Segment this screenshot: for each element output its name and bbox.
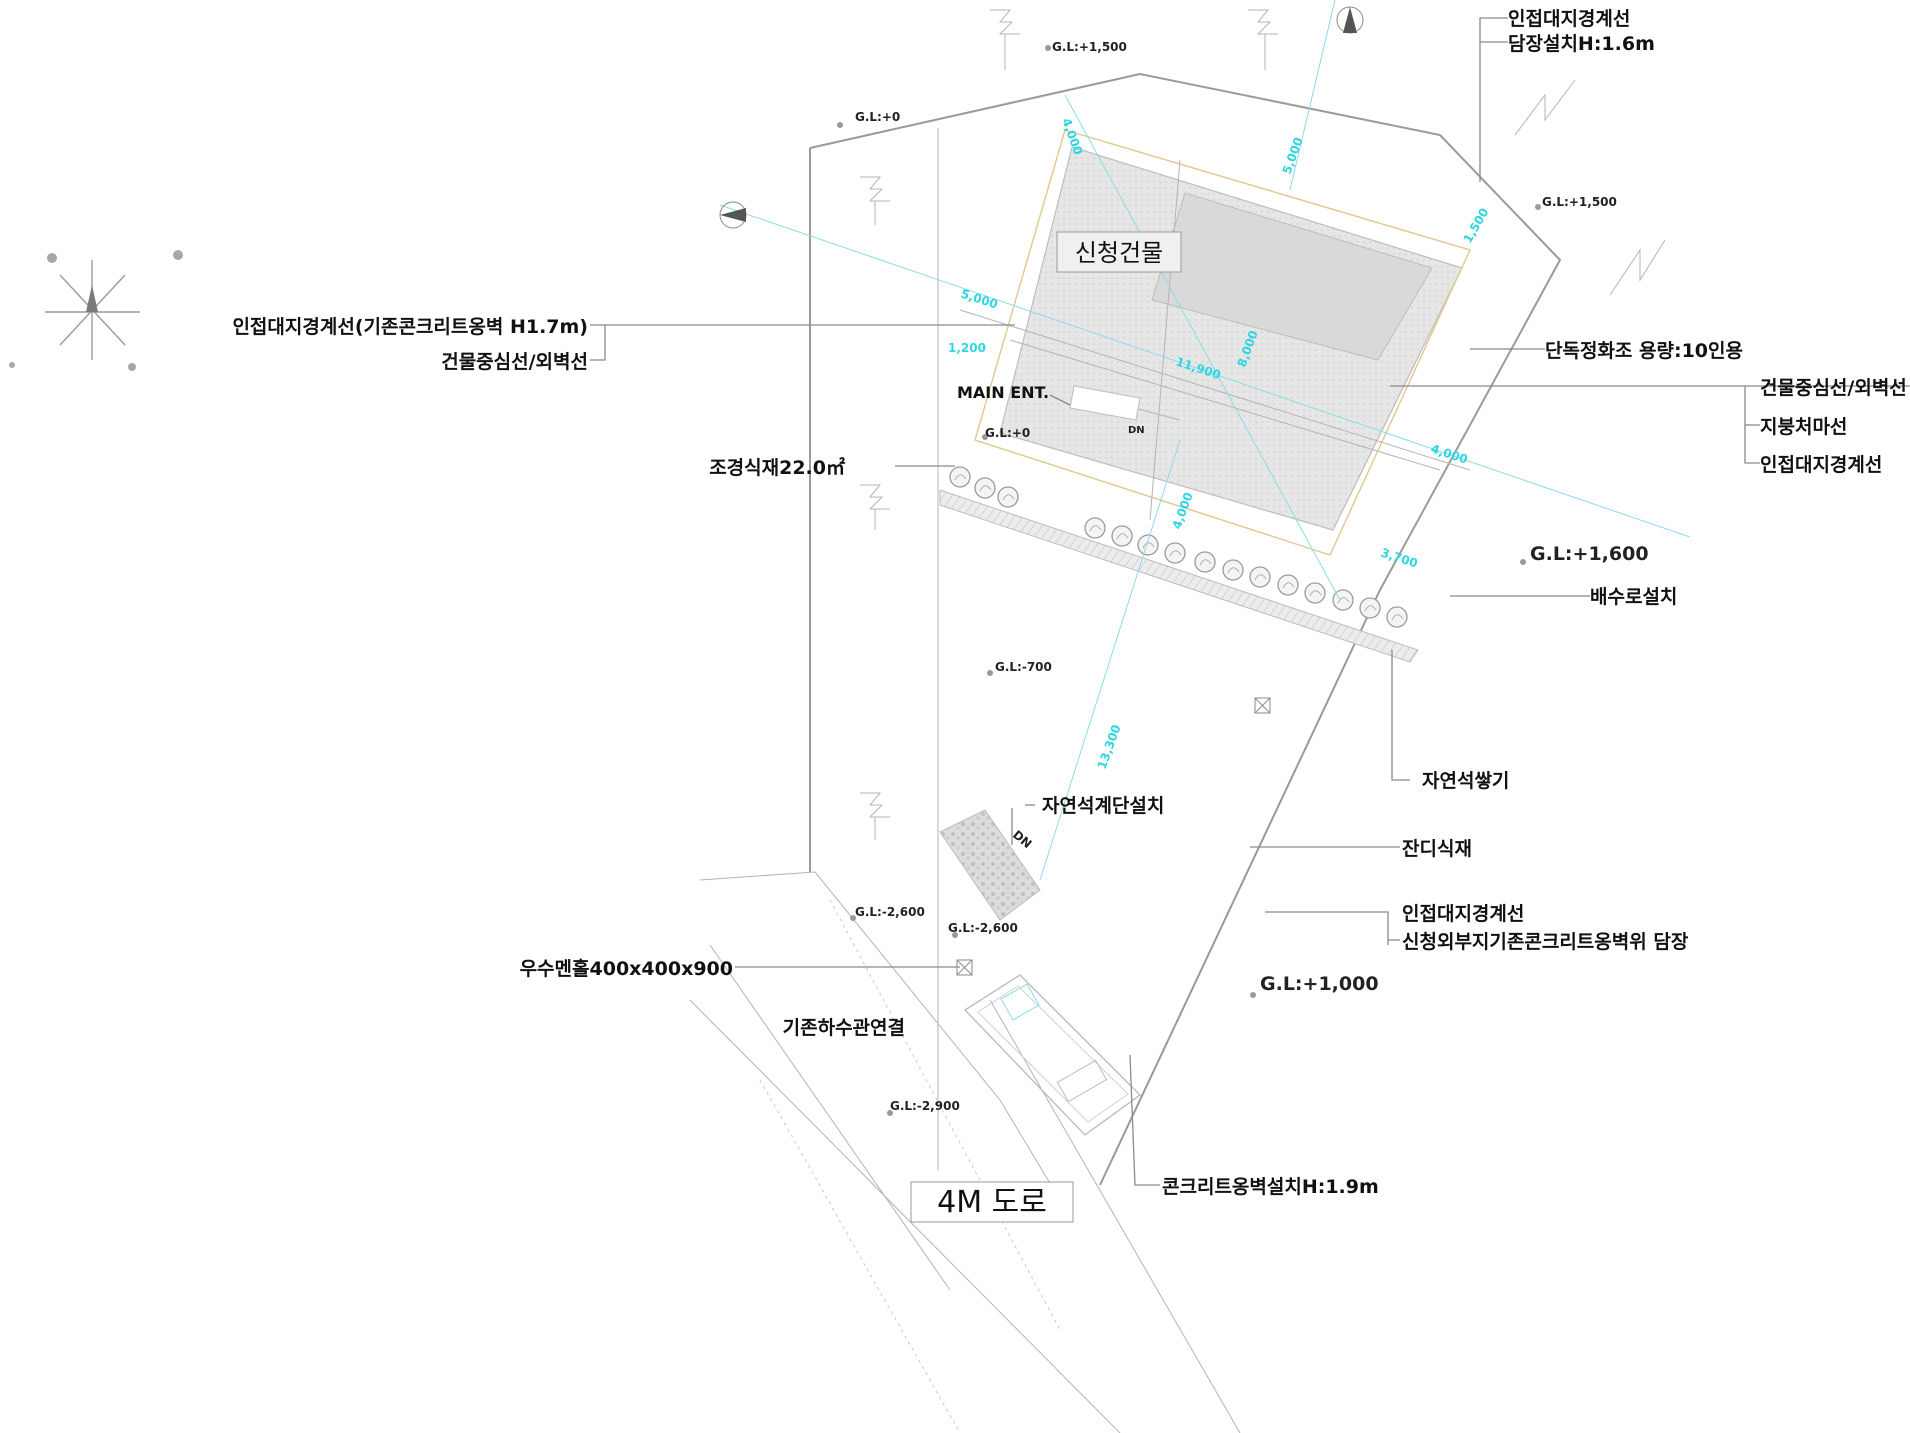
level-right-1000: G.L:+1,000	[1260, 973, 1379, 995]
tree-symbol-detail	[1169, 550, 1182, 557]
tree-symbol	[1222, 559, 1244, 581]
level-mid-700: G.L:-700	[995, 660, 1052, 674]
label-stone-pile: 자연석쌓기	[1422, 770, 1509, 792]
site-boundary	[689, 72, 1562, 1433]
break-line-icon	[860, 9, 1666, 840]
label-building-center-right: 건물중심선/외벽선	[1760, 377, 1907, 399]
drain-channel	[939, 489, 1419, 663]
tree-symbol	[1332, 589, 1354, 611]
tree-symbol	[1084, 517, 1106, 539]
tree-symbol	[949, 466, 971, 488]
annotation-labels: 인접대지경계선 담장설치H:1.6m 인접대지경계선(기존콘크리트옹벽 H1.7…	[232, 8, 1906, 1198]
tree-symbol-detail	[1309, 590, 1322, 597]
tree-symbol	[1164, 542, 1186, 564]
label-sewer: 기존하수관연결	[783, 1017, 905, 1039]
label-building-center-left: 건물중심선/외벽선	[441, 351, 588, 373]
label-landscape: 조경식재22.0㎡	[709, 456, 845, 479]
section-marker-icon	[719, 6, 1364, 229]
tree-symbol-icon	[949, 466, 1408, 628]
tree-symbol-detail	[1142, 542, 1155, 549]
building-footprint	[959, 129, 1471, 556]
tree-symbol-detail	[1199, 559, 1212, 566]
level-mid-2600: G.L:-2,600	[948, 921, 1018, 935]
label-fence-top: 담장설치H:1.6m	[1508, 33, 1655, 55]
label-adj-boundary-bottom: 인접대지경계선	[1402, 903, 1524, 925]
tree-symbol-detail	[1337, 597, 1350, 604]
level-ent-0: G.L:+0	[985, 426, 1030, 440]
tree-symbol	[1277, 574, 1299, 596]
tree-symbol	[1249, 566, 1271, 588]
tree-symbol-detail	[979, 485, 992, 492]
tree-symbol-detail	[1227, 567, 1240, 574]
label-manhole: 우수멘홀400x400x900	[520, 957, 733, 980]
label-adj-boundary-left: 인접대지경계선(기존콘크리트옹벽 H1.7m)	[232, 316, 588, 338]
label-adj-boundary-top: 인접대지경계선	[1508, 8, 1630, 30]
svg-text:13,300: 13,300	[1095, 723, 1124, 771]
svg-text:1,200: 1,200	[948, 341, 986, 355]
svg-text:1,500: 1,500	[1460, 206, 1491, 246]
tree-symbol	[1194, 551, 1216, 573]
tree-symbol	[1111, 525, 1133, 547]
tree-symbol-detail	[1282, 582, 1295, 589]
label-roof-line: 지붕처마선	[1760, 416, 1847, 438]
level-left-2600: G.L:-2,600	[855, 905, 925, 919]
tree-symbol-detail	[1089, 525, 1102, 532]
level-right-1600: G.L:+1,600	[1530, 543, 1649, 565]
label-dn-lower: DN	[1010, 828, 1034, 852]
label-adj-boundary-right: 인접대지경계선	[1760, 454, 1882, 476]
tree-symbol-detail	[1116, 533, 1129, 540]
tree-symbol-detail	[1002, 494, 1015, 501]
svg-text:5,000: 5,000	[959, 287, 999, 312]
tree-symbol	[1304, 582, 1326, 604]
label-drain: 배수로설치	[1590, 586, 1677, 608]
tree-symbol-detail	[1391, 614, 1404, 621]
leader-lines	[590, 17, 1910, 1186]
tree-symbol	[1386, 606, 1408, 628]
tree-symbol	[1359, 597, 1381, 619]
parking-area	[963, 974, 1142, 1136]
tree-symbol-detail	[1254, 574, 1267, 581]
stone-stairs	[939, 809, 1041, 921]
level-bottom-2900: G.L:-2,900	[890, 1099, 960, 1113]
level-marker-icon	[837, 45, 1541, 1116]
tree-symbol-detail	[1364, 605, 1377, 612]
tree-symbol	[997, 486, 1019, 508]
tree-symbol-detail	[954, 474, 967, 481]
ground-level-labels: G.L:+1,500 G.L:+0 G.L:+1,500 G.L:+0 G.L:…	[855, 40, 1649, 1113]
label-septic: 단독정화조 용량:10인용	[1545, 340, 1743, 362]
building-name: 신청건물	[1075, 239, 1163, 267]
label-dn-upper: DN	[1128, 425, 1145, 436]
level-top-0: G.L:+0	[855, 110, 900, 124]
building-name-box: 신청건물	[1056, 231, 1182, 273]
svg-text:3,700: 3,700	[1379, 546, 1419, 571]
svg-text:5,000: 5,000	[1280, 136, 1306, 176]
label-main-ent: MAIN ENT.	[957, 383, 1049, 402]
level-top-1500: G.L:+1,500	[1052, 40, 1127, 54]
label-retaining-wall: 콘크리트옹벽설치H:1.9m	[1162, 1176, 1379, 1198]
north-arrow-icon	[9, 250, 183, 371]
manhole-icon	[956, 697, 1271, 976]
road-name: 4M 도로	[937, 1185, 1047, 1220]
label-lawn: 잔디식재	[1402, 838, 1472, 860]
label-existing-wall-fence: 신청외부지기존콘크리트옹벽위 담장	[1402, 931, 1689, 953]
tree-symbol	[974, 477, 996, 499]
tree-symbol	[1137, 534, 1159, 556]
road-name-box: 4M 도로	[910, 1181, 1074, 1223]
level-right-1500: G.L:+1,500	[1542, 195, 1617, 209]
label-stone-stairs: 자연석계단설치	[1042, 795, 1164, 817]
